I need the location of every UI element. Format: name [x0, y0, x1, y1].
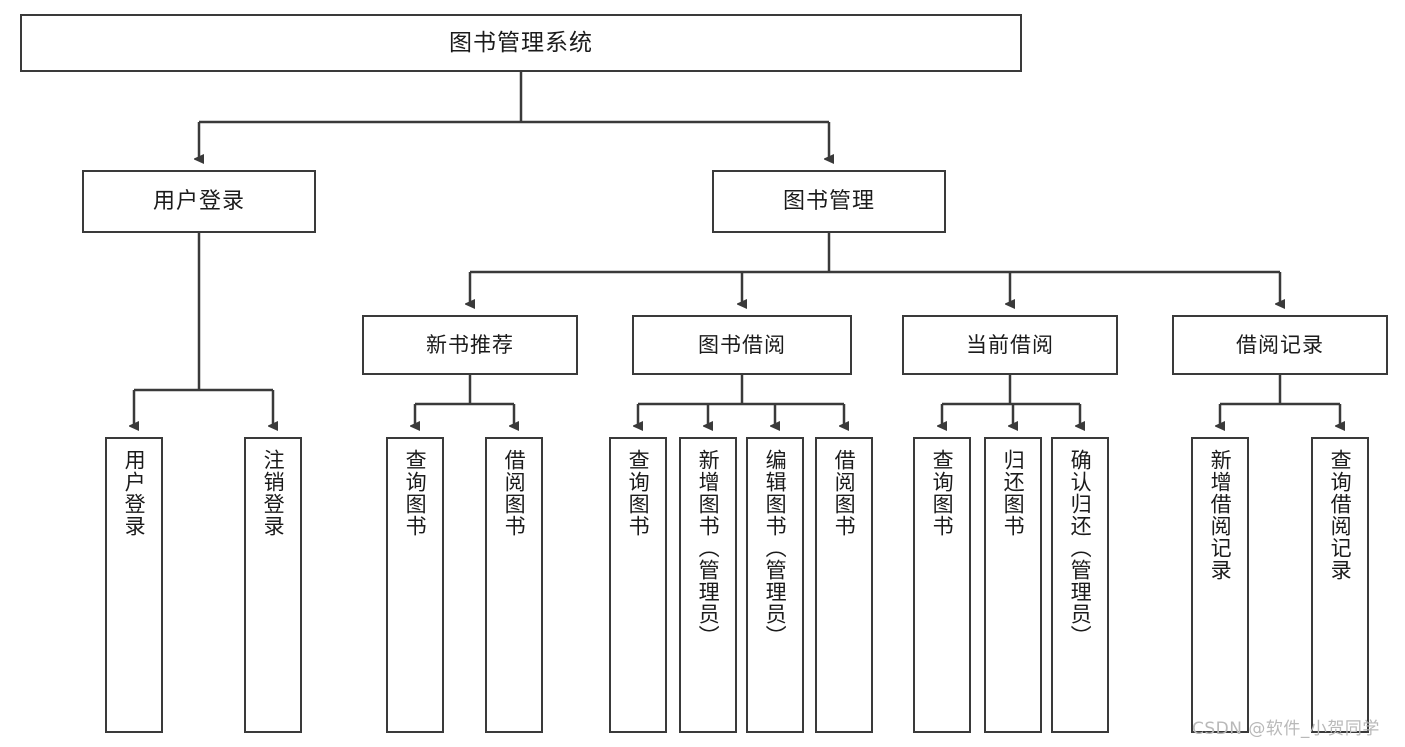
node-borrow-record-label: 借阅记录: [1236, 332, 1324, 357]
node-user-login[interactable]: 用户登录: [82, 170, 316, 233]
node-leaf-query-book-2[interactable]: 查询图书: [609, 437, 667, 733]
node-leaf-edit-book-label: 编辑图书（管理员）: [763, 449, 788, 647]
node-leaf-confirm-return-label: 确认归还（管理员）: [1068, 449, 1093, 647]
node-leaf-query-record-label: 查询借阅记录: [1328, 449, 1353, 581]
node-current-borrow[interactable]: 当前借阅: [902, 315, 1118, 375]
connector-group: [134, 72, 1340, 426]
node-leaf-edit-book[interactable]: 编辑图书（管理员）: [746, 437, 804, 733]
node-leaf-add-book-label: 新增图书（管理员）: [696, 449, 721, 647]
node-current-borrow-label: 当前借阅: [966, 332, 1054, 357]
node-leaf-query-book-1-label: 查询图书: [403, 449, 428, 537]
node-leaf-borrow-book-1[interactable]: 借阅图书: [485, 437, 543, 733]
node-leaf-add-book[interactable]: 新增图书（管理员）: [679, 437, 737, 733]
node-leaf-return-book[interactable]: 归还图书: [984, 437, 1042, 733]
node-user-login-label: 用户登录: [152, 188, 245, 214]
node-book-borrow-label: 图书借阅: [698, 332, 786, 357]
node-leaf-user-login[interactable]: 用户登录: [105, 437, 163, 733]
node-leaf-borrow-book-2-label: 借阅图书: [832, 449, 857, 537]
node-book-borrow[interactable]: 图书借阅: [632, 315, 852, 375]
node-new-book-rec[interactable]: 新书推荐: [362, 315, 578, 375]
node-leaf-add-record[interactable]: 新增借阅记录: [1191, 437, 1249, 733]
node-leaf-query-book-3[interactable]: 查询图书: [913, 437, 971, 733]
node-new-book-rec-label: 新书推荐: [426, 332, 514, 357]
node-leaf-query-book-1[interactable]: 查询图书: [386, 437, 444, 733]
node-borrow-record[interactable]: 借阅记录: [1172, 315, 1388, 375]
node-book-manage[interactable]: 图书管理: [712, 170, 946, 233]
node-leaf-add-record-label: 新增借阅记录: [1208, 449, 1233, 581]
node-leaf-query-book-2-label: 查询图书: [626, 449, 651, 537]
node-leaf-confirm-return[interactable]: 确认归还（管理员）: [1051, 437, 1109, 733]
node-leaf-user-logout-label: 注销登录: [261, 449, 286, 537]
node-book-manage-label: 图书管理: [782, 188, 875, 214]
node-root-label: 图书管理系统: [449, 29, 593, 56]
node-leaf-query-book-3-label: 查询图书: [930, 449, 955, 537]
node-leaf-user-login-label: 用户登录: [122, 449, 147, 537]
node-leaf-borrow-book-1-label: 借阅图书: [502, 449, 527, 537]
node-root[interactable]: 图书管理系统: [20, 14, 1022, 72]
node-leaf-return-book-label: 归还图书: [1001, 449, 1026, 537]
node-leaf-borrow-book-2[interactable]: 借阅图书: [815, 437, 873, 733]
node-leaf-query-record[interactable]: 查询借阅记录: [1311, 437, 1369, 733]
node-leaf-user-logout[interactable]: 注销登录: [244, 437, 302, 733]
